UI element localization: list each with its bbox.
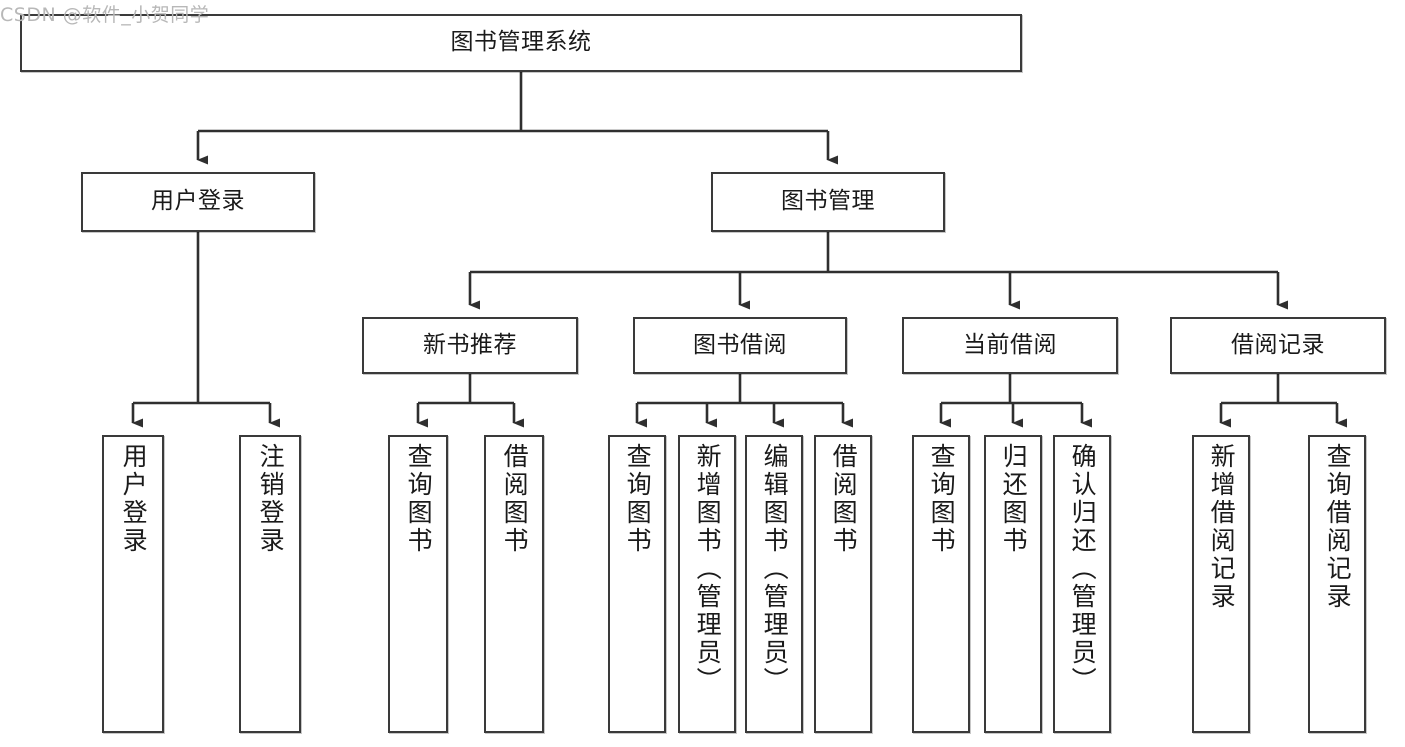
node-leaf-return-book[interactable]: 归还图书	[984, 435, 1042, 733]
node-label: 注销登录	[256, 443, 286, 555]
node-label: 新书推荐	[423, 331, 517, 358]
node-leaf-user-login[interactable]: 用户登录	[102, 435, 164, 733]
node-borrow-record[interactable]: 借阅记录	[1170, 317, 1386, 374]
node-label: 图书借阅	[693, 331, 787, 358]
node-label: 图书管理系统	[450, 29, 592, 56]
node-leaf-confirm-return-admin[interactable]: 确认归还（管理员）	[1053, 435, 1111, 733]
node-book-management[interactable]: 图书管理	[711, 172, 945, 232]
node-label: 确认归还（管理员）	[1068, 443, 1098, 695]
csdn-watermark: CSDN @软件_小贺同学	[0, 4, 210, 26]
node-leaf-query-book-borrow[interactable]: 查询图书	[608, 435, 666, 733]
node-label: 新增借阅记录	[1207, 443, 1237, 611]
node-label: 查询借阅记录	[1323, 443, 1353, 611]
node-new-book-recommend[interactable]: 新书推荐	[362, 317, 578, 374]
node-label: 新增图书（管理员）	[693, 443, 723, 695]
node-label: 归还图书	[999, 443, 1029, 555]
node-label: 查询图书	[927, 443, 957, 555]
node-label: 编辑图书（管理员）	[760, 443, 790, 695]
node-leaf-borrow-book[interactable]: 借阅图书	[814, 435, 872, 733]
node-label: 用户登录	[151, 188, 245, 215]
node-label: 查询图书	[623, 443, 653, 555]
node-leaf-query-borrow-record[interactable]: 查询借阅记录	[1308, 435, 1366, 733]
node-book-borrow[interactable]: 图书借阅	[633, 317, 847, 374]
node-current-borrow[interactable]: 当前借阅	[902, 317, 1118, 374]
node-leaf-add-book-admin[interactable]: 新增图书（管理员）	[678, 435, 736, 733]
node-label: 借阅图书	[829, 443, 859, 555]
node-leaf-query-book-current[interactable]: 查询图书	[912, 435, 970, 733]
node-leaf-query-book-recommend[interactable]: 查询图书	[388, 435, 448, 733]
node-leaf-edit-book-admin[interactable]: 编辑图书（管理员）	[745, 435, 803, 733]
node-leaf-borrow-book-recommend[interactable]: 借阅图书	[484, 435, 544, 733]
node-user-login[interactable]: 用户登录	[81, 172, 315, 232]
node-leaf-add-borrow-record[interactable]: 新增借阅记录	[1192, 435, 1250, 733]
node-label: 图书管理	[781, 188, 875, 215]
node-label: 借阅记录	[1231, 331, 1325, 358]
node-label: 用户登录	[119, 443, 149, 555]
node-label: 查询图书	[404, 443, 434, 555]
node-label: 借阅图书	[500, 443, 530, 555]
node-leaf-logout[interactable]: 注销登录	[239, 435, 301, 733]
node-root[interactable]: 图书管理系统	[20, 14, 1022, 72]
node-label: 当前借阅	[963, 331, 1057, 358]
